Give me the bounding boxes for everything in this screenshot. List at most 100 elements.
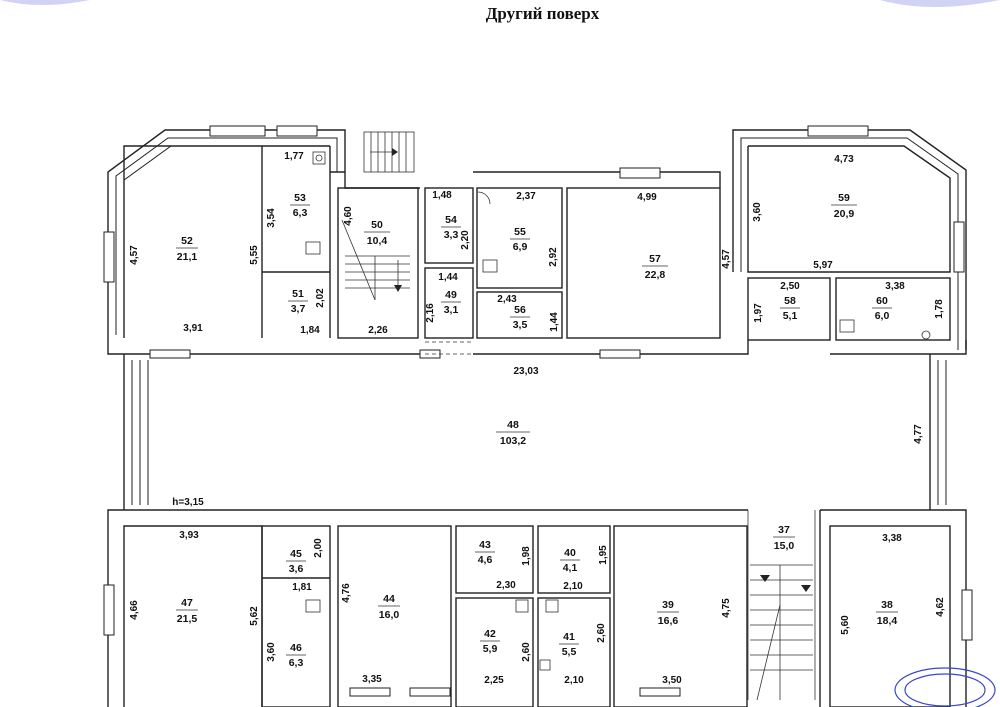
dim-43: 2,10 [563,581,583,592]
dim-42: 1,95 [598,545,609,565]
room-58-area: 5,1 [783,310,798,322]
dim-16: 2,43 [497,294,517,305]
dim-20: 4,73 [834,154,854,165]
dim-44: 2,60 [596,623,607,643]
dim-28: 4,77 [913,424,924,444]
dim-34: 4,66 [129,600,140,620]
room-37-area: 15,0 [774,540,795,552]
plan-title: Другий поверх [485,4,600,23]
dim-3: 5,55 [249,245,260,265]
dim-10: 1,48 [432,190,452,201]
room-47-area: 21,5 [177,613,198,625]
dim-19: 4,57 [721,249,732,269]
room-46-area: 6,3 [289,657,304,669]
room-43-id: 43 [479,539,491,551]
dim-9: 2,26 [368,325,388,336]
room-53-id: 53 [294,192,306,204]
dim-46: 4,75 [721,598,732,618]
room-39-area: 16,6 [658,615,679,627]
dim-21: 3,60 [752,202,763,222]
room-49-id: 49 [445,289,457,301]
dim-24: 3,38 [885,281,905,292]
dim-26: 1,78 [934,299,945,319]
room-52-id: 52 [181,235,193,247]
room-59-area: 20,9 [834,208,855,220]
dim-2: 3,54 [266,208,277,228]
dimension-labels: 1,77 3,54 5,55 2,02 1,84 3,91 4,57 4,60 … [129,151,946,686]
dim-31: 2,00 [313,538,324,558]
room-55-area: 6,9 [513,241,528,253]
room-51-area: 3,7 [291,303,306,315]
room-38-id: 38 [881,599,893,611]
room-40-id: 40 [564,547,576,559]
dim-8: 4,60 [343,206,354,226]
room-46-id: 46 [290,642,302,654]
room-59-id: 59 [838,192,850,204]
dim-4: 2,02 [315,288,326,308]
bottom-block-walls [107,509,967,707]
top-stair-landing [363,131,415,173]
top-windows [103,125,965,359]
dim-37: 3,35 [362,674,382,685]
corridor-gap-dashes [425,341,473,355]
room-39-id: 39 [662,599,674,611]
room-54-id: 54 [445,214,457,226]
dim-41: 2,25 [484,675,504,686]
corridor-48-walls [123,354,947,510]
dim-22: 2,50 [780,281,800,292]
room-60-area: 6,0 [875,310,890,322]
dim-7: 4,57 [129,245,140,265]
room-48-area: 103,2 [500,435,526,447]
room-41-area: 5,5 [562,646,577,658]
dim-45: 2,10 [564,675,584,686]
dim-1: 1,77 [284,151,304,162]
dim-50: 4,62 [935,597,946,617]
room-50-area: 10,4 [367,235,388,247]
bottom-windows [103,584,973,697]
room-43-area: 4,6 [478,554,493,566]
dim-33: 5,62 [249,606,260,626]
room-45-area: 3,6 [289,563,304,575]
dim-27: 23,03 [513,366,538,377]
dim-36: 4,76 [341,583,352,603]
room-40-area: 4,1 [563,562,578,574]
dim-25: 1,97 [753,303,764,323]
room-47-id: 47 [181,597,193,609]
dim-29: h=3,15 [172,497,204,508]
room-42-area: 5,9 [483,643,498,655]
room-45-id: 45 [290,548,302,560]
sanitary-fixtures [305,151,931,671]
room-44-id: 44 [383,593,395,605]
dim-23: 5,97 [813,260,833,271]
stair-50 [341,219,410,301]
room-58-id: 58 [784,295,796,307]
dim-11: 2,20 [460,230,471,250]
room-53-area: 6,3 [293,207,308,219]
room-50-id: 50 [371,219,383,231]
room-42-id: 42 [484,628,496,640]
room-51-id: 51 [292,288,304,300]
dim-49: 5,60 [840,615,851,635]
dim-13: 2,16 [425,303,436,323]
dim-6: 3,91 [183,323,203,334]
dim-15: 2,92 [548,247,559,267]
dim-12: 1,44 [438,272,458,283]
dim-47: 3,50 [662,675,682,686]
dim-38: 1,98 [521,546,532,566]
dim-30: 3,93 [179,530,199,541]
room-54-area: 3,3 [444,229,459,241]
room-56-id: 56 [514,304,526,316]
room-56-area: 3,5 [513,319,528,331]
room-60-id: 60 [876,295,888,307]
dim-39: 2,30 [496,580,516,591]
room-57-area: 22,8 [645,269,666,281]
dim-48: 3,38 [882,533,902,544]
dim-18: 4,99 [637,192,657,203]
room-57-id: 57 [649,253,661,265]
room-49-area: 3,1 [444,304,459,316]
room-37-id: 37 [778,524,790,536]
dim-5: 1,84 [300,325,320,336]
room-41-id: 41 [563,631,575,643]
